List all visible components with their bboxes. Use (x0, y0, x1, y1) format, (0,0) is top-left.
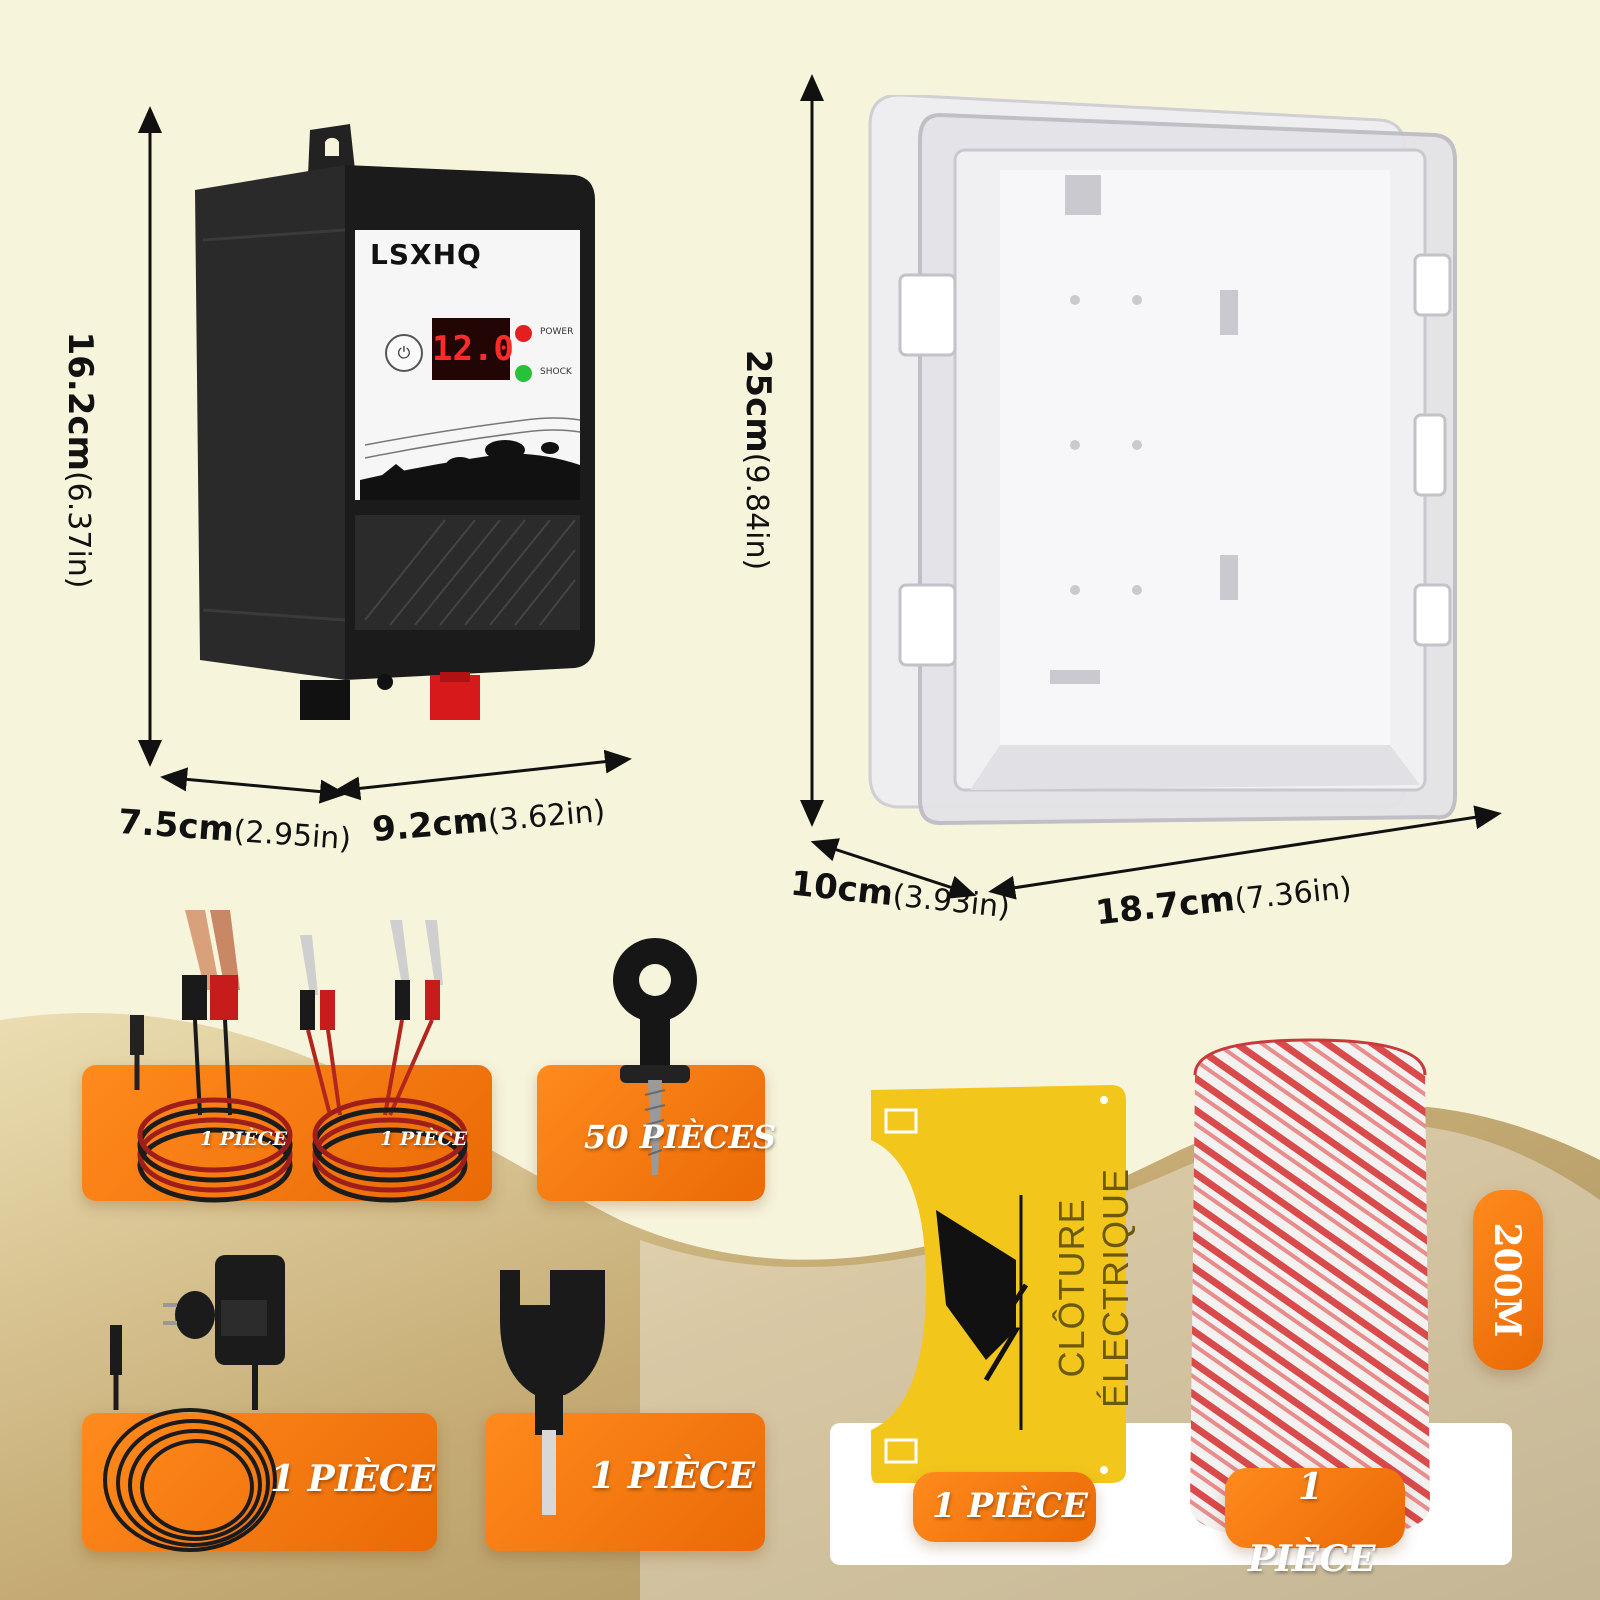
wire-spool (1190, 1038, 1430, 1540)
energizer-depth-in: (2.95in) (232, 813, 353, 858)
energizer-height-in: (6.37in) (61, 470, 96, 589)
clip-cable-a-qty: 1 PIÈCE (200, 1128, 288, 1150)
wire-qty-pill (1225, 1468, 1405, 1548)
shock-indicator-label: SHOCK (540, 367, 572, 377)
box-height-in: (9.84in) (739, 452, 774, 571)
box-height-label: 25cm(9.84in) (738, 310, 778, 610)
adapter-illustration (103, 1255, 285, 1552)
clip-cable-b-qty: 1 PIÈCE (380, 1128, 468, 1150)
warning-sign-text: CLÔTURE ÉLECTRIQUE (1050, 1148, 1146, 1428)
wire-unit: PIÈCE (1248, 1538, 1376, 1580)
energizer-body (195, 124, 595, 720)
shock-led (515, 365, 532, 382)
led-display: 12.0 (432, 318, 514, 380)
energizer-height-label: 16.2cm(6.37in) (60, 300, 100, 620)
box-height-cm: 25cm (738, 349, 778, 453)
adapter-qty: 1 PIÈCE (270, 1458, 436, 1500)
clip-cables-illustration (130, 910, 468, 1203)
sign-qty: 1 PIÈCE (932, 1486, 1088, 1526)
tool-qty: 1 PIÈCE (590, 1455, 756, 1497)
warning-sign-line2: ÉLECTRIQUE (1095, 1167, 1136, 1409)
enclosure-box (868, 95, 1457, 826)
warning-sign-line1: CLÔTURE (1051, 1198, 1092, 1378)
power-indicator-label: POWER (540, 327, 574, 337)
insulator-illustration (613, 938, 697, 1175)
sign-qty-pill (913, 1472, 1096, 1542)
wire-length-pill (1473, 1190, 1543, 1370)
energizer-depth-cm: 7.5cm (116, 801, 236, 850)
tool-illustration (500, 1270, 605, 1515)
wire-qty: 1 (1298, 1466, 1324, 1508)
brand-logo: LSXHQ (370, 238, 482, 271)
tool-card (485, 1413, 765, 1551)
energizer-height-cm: 16.2cm (60, 331, 100, 471)
warning-sign (871, 1085, 1126, 1483)
power-icon: ⏻ (397, 343, 411, 362)
power-led (515, 325, 532, 342)
energizer-device: LSXHQ ⏻ 12.0 POWER SHOCK (195, 120, 615, 740)
power-button[interactable]: ⏻ (385, 334, 423, 372)
wire-length: 200M (1486, 1222, 1528, 1338)
insulators-qty: 50 PIÈCES (584, 1118, 777, 1156)
